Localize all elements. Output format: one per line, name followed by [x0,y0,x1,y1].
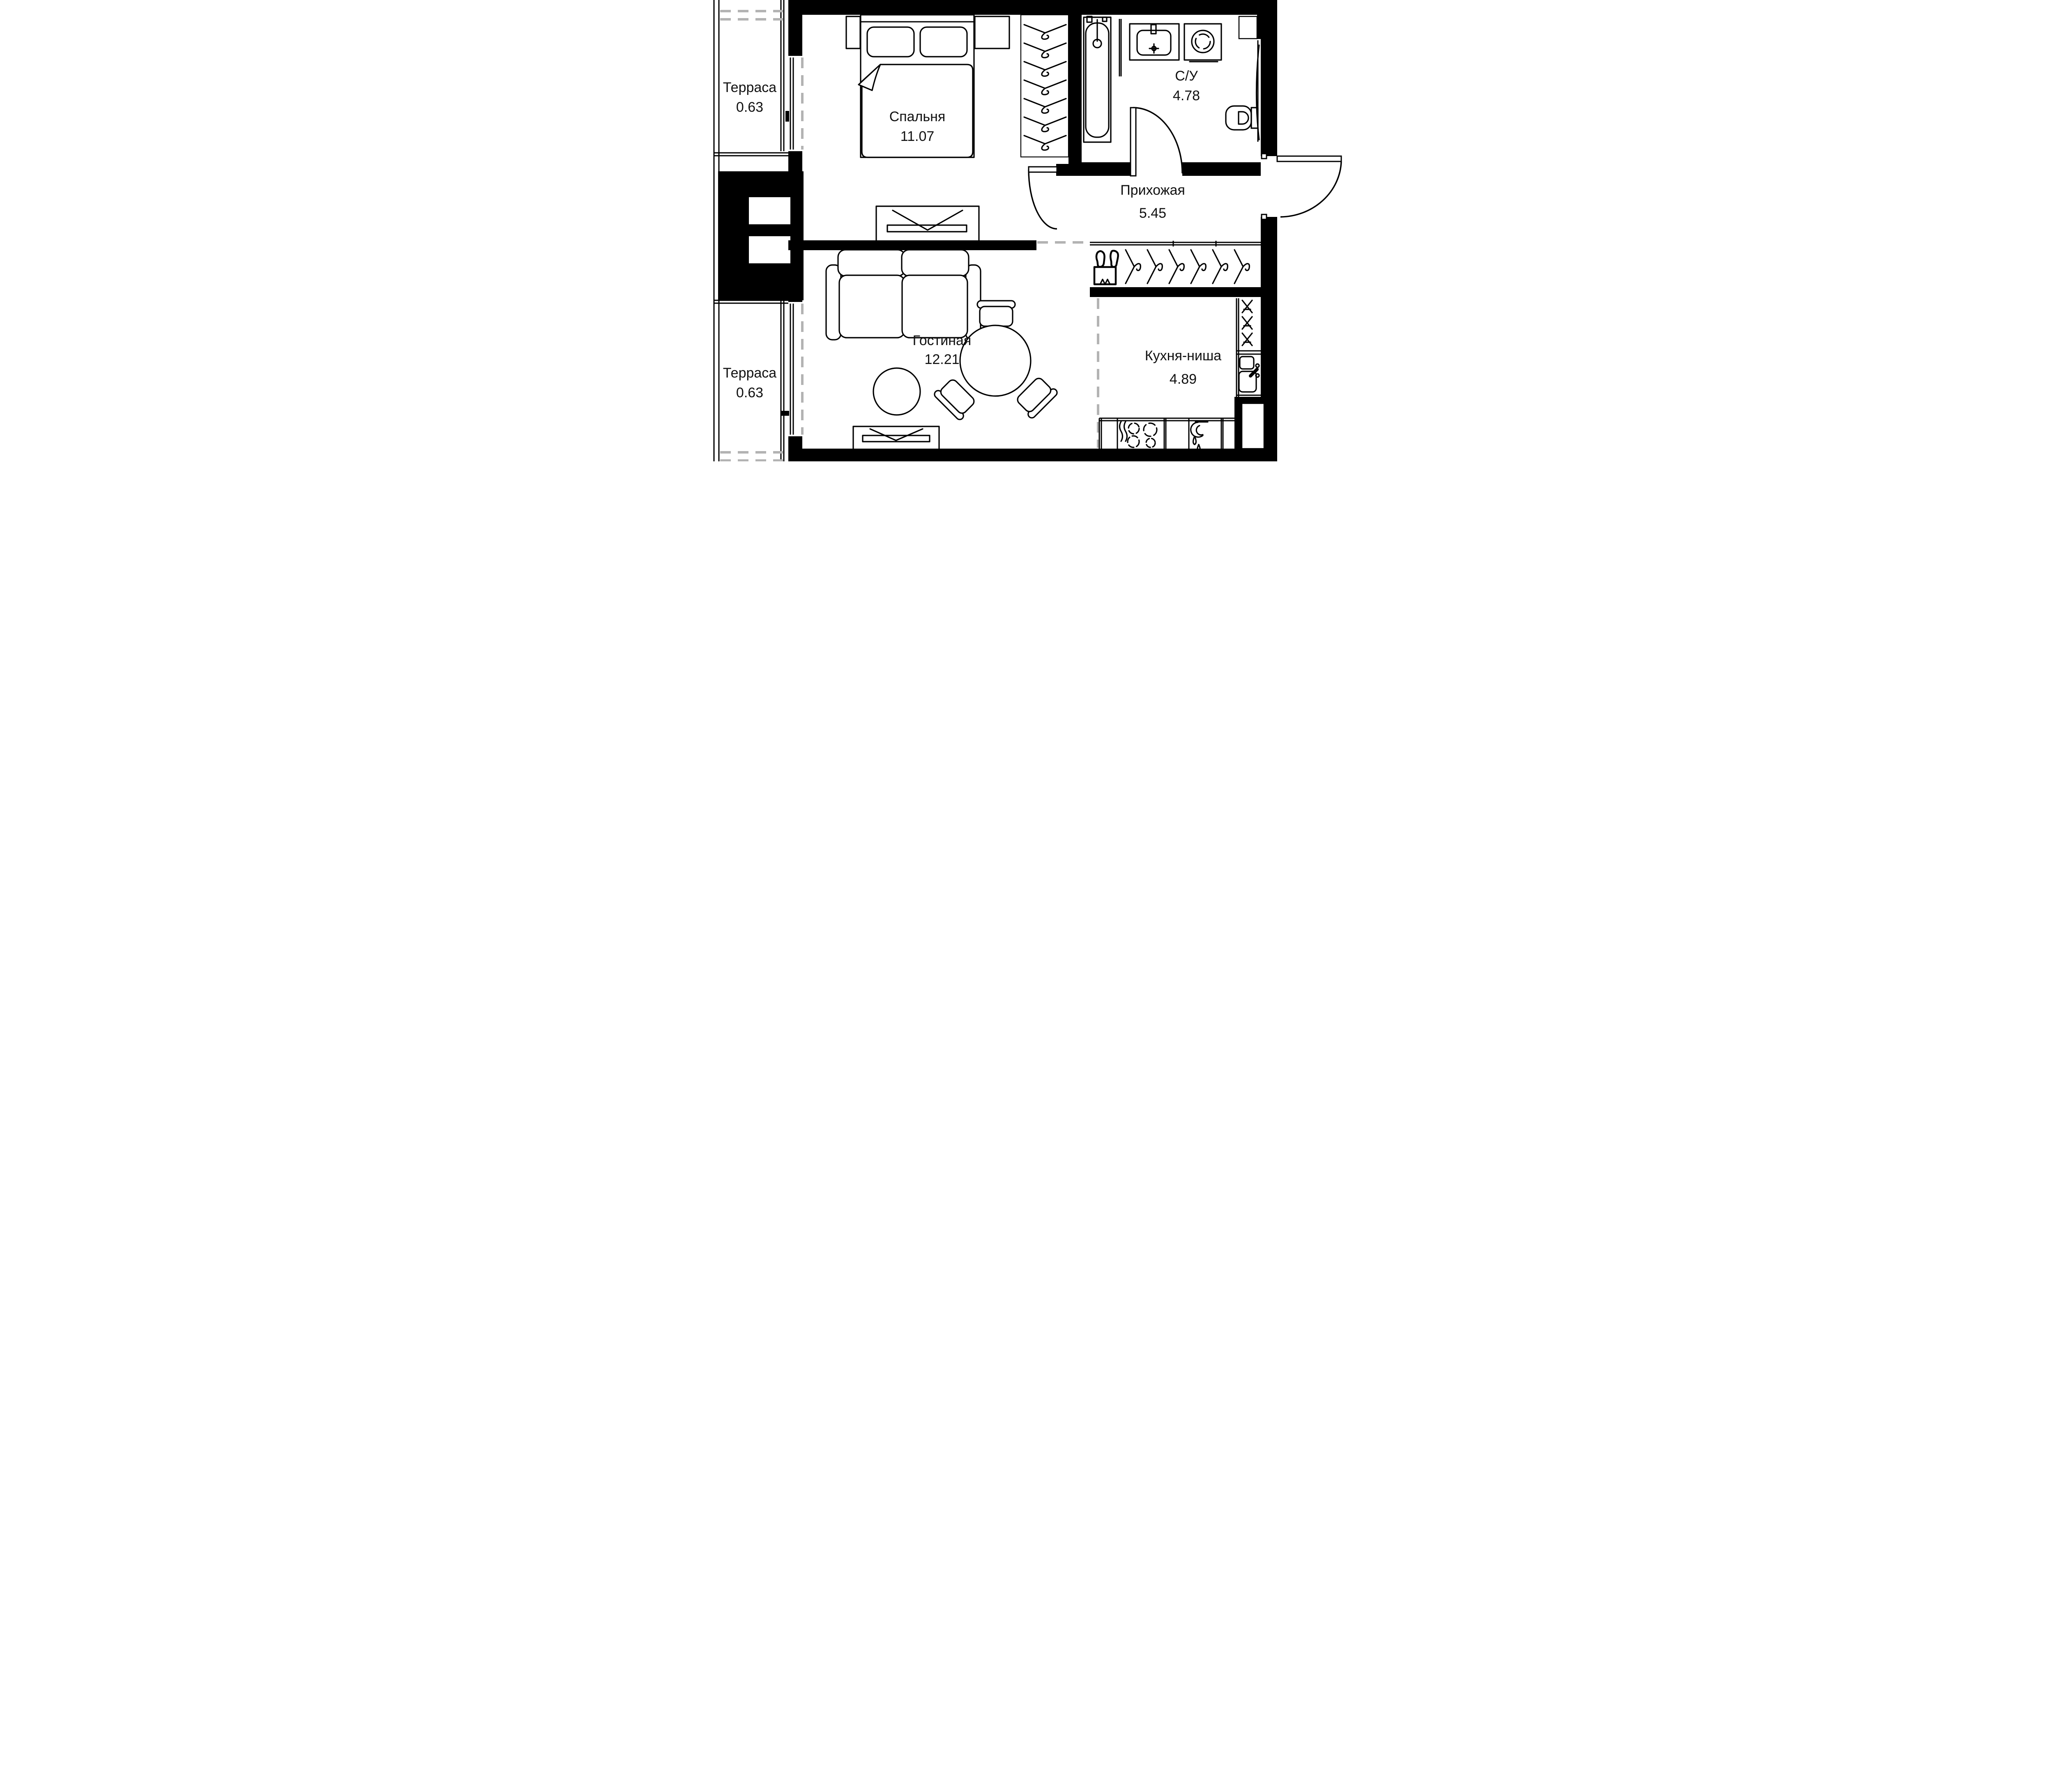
double-bed-icon [857,14,975,158]
toilet-icon [1225,105,1259,131]
wall-bedroom-door-nub [1056,164,1082,176]
doors [1027,107,1342,230]
wall-right-bathroom [1260,39,1277,156]
kitchen-name: Кухня-ниша [1144,348,1221,364]
wall-closet-bottom [1089,287,1261,297]
shaft-bottom-right [1241,403,1264,449]
chair-icon [976,300,1016,327]
tv-unit-icon [875,205,980,241]
dining-set [933,300,1058,420]
floor-plan-page: Терраса 0.63 Спальня 11.07 С/У 4.78 Прих… [709,0,1345,461]
pylon-slot-1 [748,197,790,224]
wall-west-top [788,0,802,56]
room-labels: Терраса 0.63 Спальня 11.07 С/У 4.78 Прих… [723,68,1221,401]
bathtub-icon [1082,16,1112,143]
hallway-name: Прихожая [1120,182,1185,198]
wall-right-entry-block [1260,217,1277,240]
living-furniture [825,249,1058,449]
shaft-top-right [1238,16,1257,39]
terrace-bottom-area: 0.63 [736,385,763,401]
bag-icon [1093,266,1117,286]
bathroom-fixtures [1082,16,1260,143]
washbasin-icon [1128,23,1180,61]
terrace-bottom-name: Терраса [723,365,776,381]
sofa-icon [825,249,981,341]
bathroom-area: 4.78 [1172,88,1200,104]
washing-machine-icon [1183,23,1222,62]
closet-hangers-icon [1124,249,1250,284]
structural-pylon [718,171,804,300]
mattress-icon [861,64,974,158]
kitchen-sink-icon [1238,356,1260,393]
bathroom-door [1130,107,1183,177]
dresser-icon [974,16,1010,49]
chair-icon [1017,378,1058,419]
bedroom-area: 11.07 [900,129,934,144]
terrace-top-area: 0.63 [736,99,763,115]
tv-unit-icon [852,426,940,449]
wall-bedroom-east [1068,15,1082,164]
towel-rail-icon [1255,40,1260,142]
floor-plan: Терраса 0.63 Спальня 11.07 С/У 4.78 Прих… [709,0,1345,461]
kitchen-fixtures [1098,298,1261,454]
terrace-top-name: Терраса [723,80,776,95]
wall-hallway-top-left [1081,162,1133,176]
wall-right-kitchen [1260,240,1277,398]
entrance-door [1261,153,1342,220]
west-windows [790,58,794,435]
pillow-icon [866,26,915,58]
hallway-closet [1089,241,1261,286]
bathroom-name: С/У [1175,68,1198,84]
wall-west-bottom [788,436,802,461]
kitchen-area: 4.89 [1169,371,1196,387]
bedroom-name: Спальня [889,109,945,124]
wall-hallway-top-right [1182,162,1261,176]
pillow-icon [919,26,968,58]
bedroom-furniture [845,14,1069,241]
dashed-boundaries [720,10,1099,461]
stove-icon [1119,421,1158,448]
bedroom-door [1027,166,1057,230]
pylon-slot-2 [748,236,790,263]
blanket-fold-icon [857,64,881,91]
window-pier-bottom [780,411,789,416]
wall-bedroom-living-divider [788,240,1036,250]
kettle-icon [1190,421,1209,454]
wardrobe-hangers-icon [1020,14,1069,158]
wall-bottom [788,449,1277,461]
living-name: Гостиная [912,333,971,348]
chair-icon [933,379,974,420]
terrace-glazing-lines [713,0,788,461]
shoes-icon [1095,250,1119,268]
nightstand-icon [845,16,861,49]
living-area: 12.21 [924,352,959,367]
wall-top-right-block [1257,15,1277,39]
rug-icon [872,367,921,416]
fridge-cabinet-icon [1241,299,1253,346]
hallway-area: 5.45 [1139,205,1166,221]
wall-top [788,0,1277,15]
walls [718,0,1277,461]
dining-table-icon [959,325,1032,397]
window-pier-top [785,111,789,122]
